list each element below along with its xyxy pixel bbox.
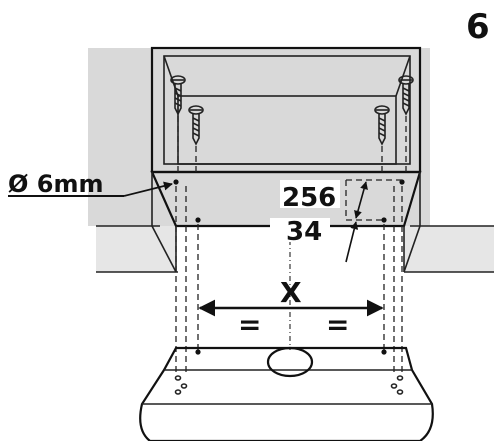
hole-diameter-leader: [8, 181, 173, 197]
width-label: X: [280, 276, 302, 309]
hole-diameter-label: Ø 6mm: [8, 170, 103, 198]
drill-holes: [173, 179, 405, 223]
step-number: 6: [466, 7, 490, 47]
height-lower-label: 34: [286, 217, 322, 247]
screw-icon: [374, 105, 390, 146]
height-upper-label: 256: [282, 183, 336, 213]
screw-icon: [398, 75, 414, 116]
dimension-arrow-icon: [345, 181, 368, 263]
equal-left-label: =: [238, 308, 261, 341]
screw-icon: [170, 75, 186, 116]
alignment-lines: [175, 96, 407, 372]
screw-icon: [188, 105, 204, 146]
cooker-hood: [139, 346, 434, 441]
equal-right-label: =: [326, 308, 349, 341]
